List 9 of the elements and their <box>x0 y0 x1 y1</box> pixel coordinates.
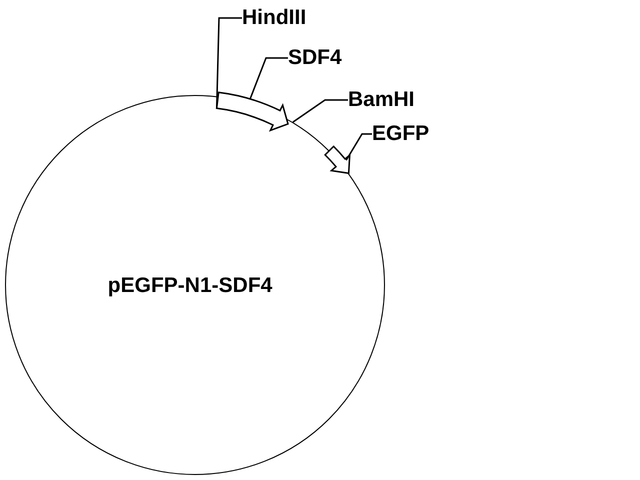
feature-label: EGFP <box>372 122 430 146</box>
feature-label: HindIII <box>242 6 306 30</box>
feature-label: SDF4 <box>288 46 342 70</box>
plasmid-name: pEGFP-N1-SDF4 <box>108 274 272 298</box>
leader-line <box>216 17 242 108</box>
leader-line <box>292 99 348 123</box>
leader-line <box>249 57 288 100</box>
leader-line <box>346 133 372 161</box>
feature-label: BamHI <box>348 88 415 112</box>
